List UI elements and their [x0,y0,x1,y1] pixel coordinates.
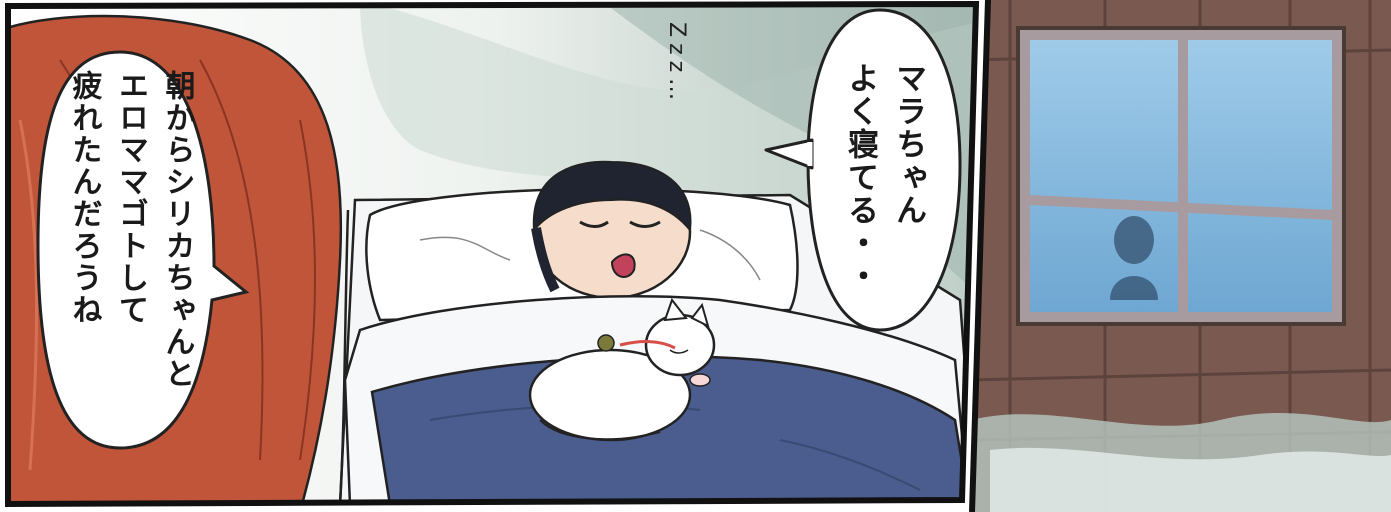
sleep-sfx: Zzz… [664,22,689,107]
speech-line: エロママゴトして [113,70,148,326]
speech-bubble-right-text: マラちゃん よく寝てる・・ [836,62,932,317]
speech-line: 疲れたんだろうね [66,70,102,326]
speech-bubble-left-text: 朝からシリカちゃんと エロママゴトして 疲れたんだろうね [60,70,200,440]
speech-line: マラちゃん [890,62,927,227]
speech-line: 朝からシリカちゃんと [159,70,195,390]
speech-line: よく寝てる・・ [842,62,879,293]
